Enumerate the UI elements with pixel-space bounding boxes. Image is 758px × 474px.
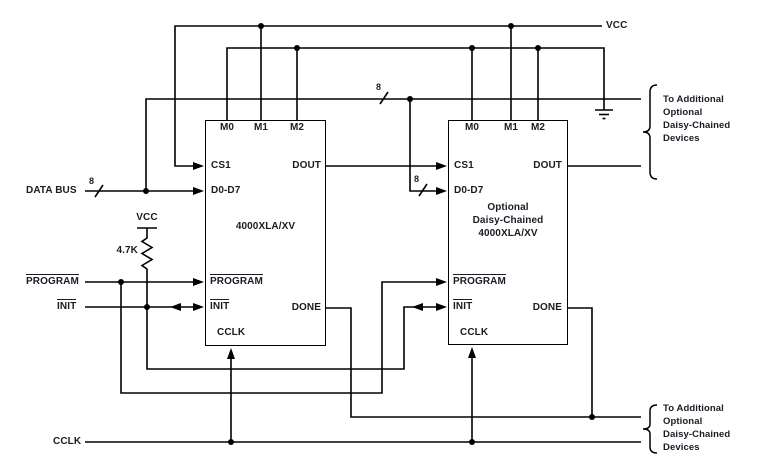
vcc-main-label: VCC	[606, 20, 628, 31]
bus-width-branch: 8	[414, 174, 420, 184]
pin-dout-primary: DOUT	[292, 160, 321, 171]
pin-m1-daisy: M1	[503, 122, 519, 133]
pin-m2-daisy: M2	[530, 122, 546, 133]
vcc-pullup-label: VCC	[136, 212, 158, 223]
pin-d0d7-primary: D0-D7	[211, 185, 241, 196]
wire-program-chain	[120, 281, 444, 394]
pin-done-primary: DONE	[291, 302, 321, 313]
pin-m0-primary: M0	[219, 122, 235, 133]
resistor-value-label: 4.7K	[116, 245, 138, 256]
wire-mode-rail	[226, 47, 605, 120]
brace-bottom-text-line1: To Additional	[663, 403, 724, 414]
chip-title-daisy-line1: Optional	[487, 202, 529, 213]
ground-icon	[595, 109, 613, 120]
chip-title-daisy-line2: Daisy-Chained	[472, 215, 544, 226]
pin-done-daisy: DONE	[532, 302, 562, 313]
pin-cclk-daisy: CCLK	[460, 327, 489, 338]
pin-dout-daisy: DOUT	[533, 160, 562, 171]
brace-top-text-line1: To Additional	[663, 94, 724, 105]
chip-title-primary: 4000XLA/XV	[235, 221, 296, 232]
pin-init-daisy: INIT	[453, 299, 473, 312]
pin-init-primary: INIT	[210, 299, 230, 312]
brace-top-text-line3: Daisy-Chained	[663, 120, 731, 131]
pin-cs1-primary: CS1	[211, 160, 231, 171]
chip-title-daisy-line3: 4000XLA/XV	[478, 228, 538, 239]
brace-top-text-line4: Devices	[663, 133, 700, 144]
brace-bottom-text-line4: Devices	[663, 442, 700, 453]
chip-4000xla-xv-primary	[205, 120, 326, 346]
pin-m0-daisy: M0	[464, 122, 480, 133]
brace-bottom-text-line3: Daisy-Chained	[663, 429, 731, 440]
init-signal-label: INIT	[57, 299, 77, 312]
brace-top-icon	[642, 84, 658, 180]
brace-top-text-line2: Optional	[663, 107, 703, 118]
chip-4000xla-xv-daisy-chained	[448, 120, 568, 345]
wire-done2-drop	[568, 307, 593, 417]
brace-bottom-icon	[642, 404, 658, 454]
pin-cclk-primary: CCLK	[217, 327, 246, 338]
wire-m-stubs	[260, 26, 539, 120]
resistor-icon	[137, 227, 157, 307]
junction-dots	[118, 23, 595, 445]
wire-vcc-rail	[174, 25, 602, 167]
bus-width-chain: 8	[376, 82, 382, 92]
program-signal-label: PROGRAM	[26, 274, 79, 287]
cclk-signal-label: CCLK	[53, 436, 82, 447]
wire-data-bus-branch	[409, 99, 444, 192]
pin-program-primary: PROGRAM	[210, 274, 263, 287]
pin-cs1-daisy: CS1	[454, 160, 474, 171]
pin-m1-primary: M1	[253, 122, 269, 133]
bus-slash-icons	[94, 91, 428, 198]
pin-m2-primary: M2	[289, 122, 305, 133]
wire-data-bus-chain	[145, 98, 641, 191]
pin-program-daisy: PROGRAM	[453, 274, 506, 287]
arrowheads	[170, 162, 476, 359]
data-bus-signal-label: DATA BUS	[26, 185, 77, 196]
brace-bottom-text-line2: Optional	[663, 416, 703, 427]
bus-width-data-bus: 8	[89, 176, 95, 186]
pin-d0d7-daisy: D0-D7	[454, 185, 484, 196]
wire-done1-chain	[326, 307, 641, 418]
